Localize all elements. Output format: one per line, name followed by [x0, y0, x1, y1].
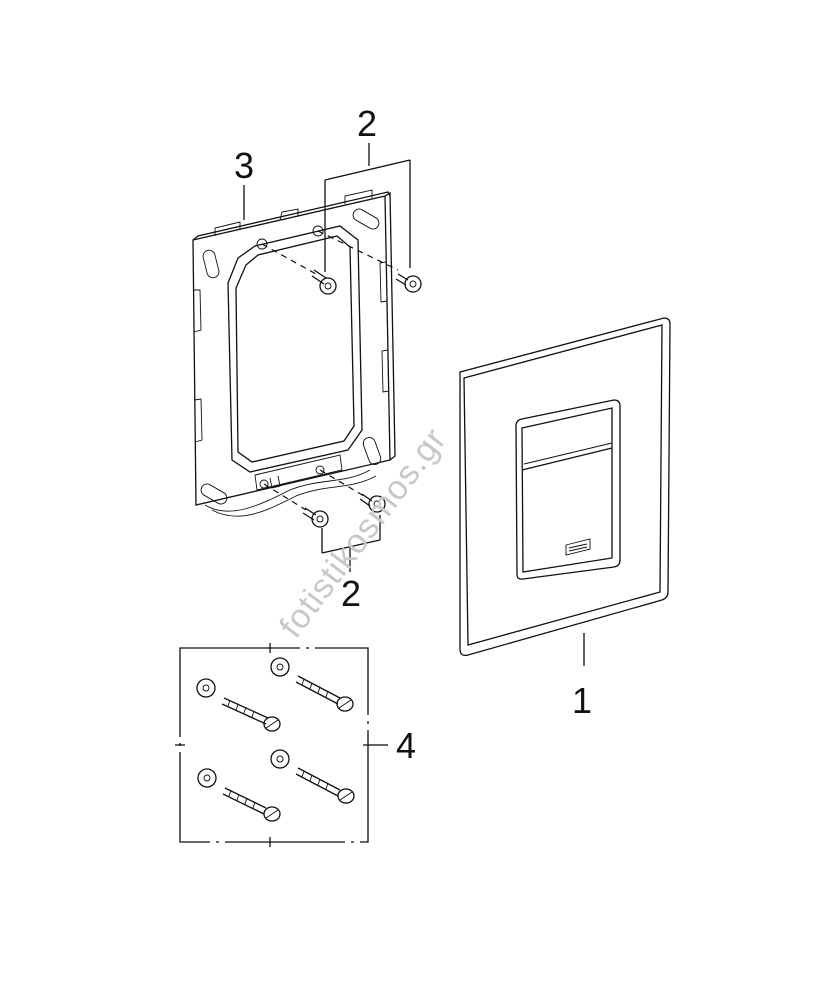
leader-screws-bottom [321, 515, 381, 572]
wood-screw-1 [221, 697, 281, 732]
mounting-frame [192, 189, 396, 517]
brand-logo [565, 538, 591, 556]
screw-bottom-left [263, 483, 329, 528]
washer-2 [270, 657, 290, 677]
leader-screws-top [324, 143, 411, 272]
screw-top-right [317, 230, 422, 293]
washer-3 [197, 768, 217, 788]
callout-mounting-frame: 3 [234, 145, 254, 186]
washer-1 [196, 678, 216, 698]
screw-top-left [261, 243, 337, 295]
wood-screw-2 [295, 675, 354, 712]
wood-screw-4 [295, 767, 355, 804]
callout-flush-plate: 1 [572, 680, 592, 721]
fixing-set-box [175, 643, 388, 847]
washer-4 [270, 749, 290, 769]
callout-screws-bottom: 2 [341, 573, 361, 614]
callout-fixing-set: 4 [396, 725, 416, 766]
wood-screw-3 [222, 787, 281, 822]
flush-plate [459, 317, 671, 657]
callout-screws-top: 2 [357, 103, 377, 144]
screw-bottom-right [319, 469, 386, 513]
